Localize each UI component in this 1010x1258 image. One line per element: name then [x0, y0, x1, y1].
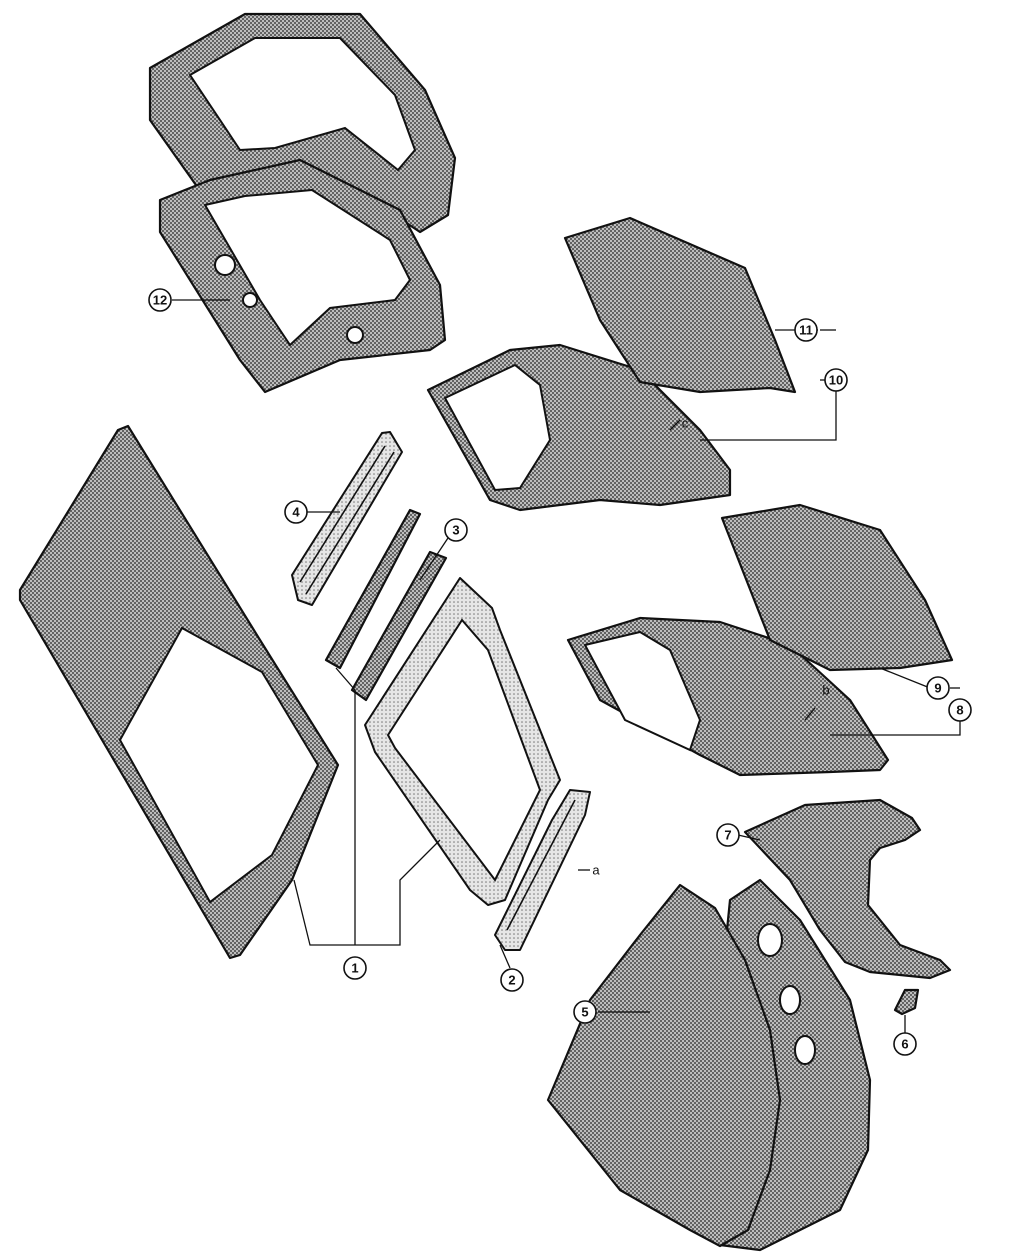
callout-label: 2: [508, 973, 515, 988]
callout-label: 1: [351, 961, 358, 976]
callout-label: 7: [724, 828, 731, 843]
liftgate-inner-panel: [158, 158, 447, 394]
hood-outer-panel: [546, 883, 782, 1248]
callout-label: 10: [829, 373, 843, 388]
callout-5: 5: [573, 1000, 597, 1024]
rear-door-outer-panel: [563, 216, 797, 394]
callout-2: 2: [500, 968, 524, 992]
callout-label: 8: [956, 703, 963, 718]
callout-label: 12: [153, 293, 167, 308]
front-fender: [743, 798, 952, 980]
callout-3: 3: [444, 518, 468, 542]
callout-label: 9: [934, 681, 941, 696]
callout-6: 6: [893, 1032, 917, 1056]
front-door-outer-panel: [720, 503, 954, 672]
fender-bracket: [893, 988, 920, 1016]
rear-door-inner: [426, 343, 732, 512]
callout-label: 5: [581, 1005, 588, 1020]
front-roof-rail: [291, 431, 403, 606]
callout-label: 11: [799, 323, 813, 338]
callout-4: 4: [284, 500, 308, 524]
leader-lines: [172, 299, 961, 1040]
roof-bow-front: [324, 508, 422, 670]
callout-1: 1: [343, 956, 367, 980]
callout-label: 4: [292, 505, 300, 520]
callout-12: 12: [148, 288, 172, 312]
sunroof-frame: [364, 577, 561, 906]
roof-panel: [18, 424, 340, 960]
callout-label: 6: [901, 1037, 908, 1052]
front-door-inner: [566, 616, 890, 777]
callout-label: 3: [452, 523, 459, 538]
callout-10: 10: [824, 368, 848, 392]
reference-letter-c: c: [682, 416, 689, 431]
callout-9: 9: [926, 676, 950, 700]
reference-letter-b: b: [822, 683, 829, 698]
callout-8: 8: [948, 698, 972, 722]
callout-11: 11: [794, 318, 818, 342]
callout-7: 7: [716, 823, 740, 847]
roof-bow-rear: [350, 550, 448, 702]
rear-roof-header: [494, 789, 591, 951]
reference-letter-a: a: [592, 863, 600, 878]
